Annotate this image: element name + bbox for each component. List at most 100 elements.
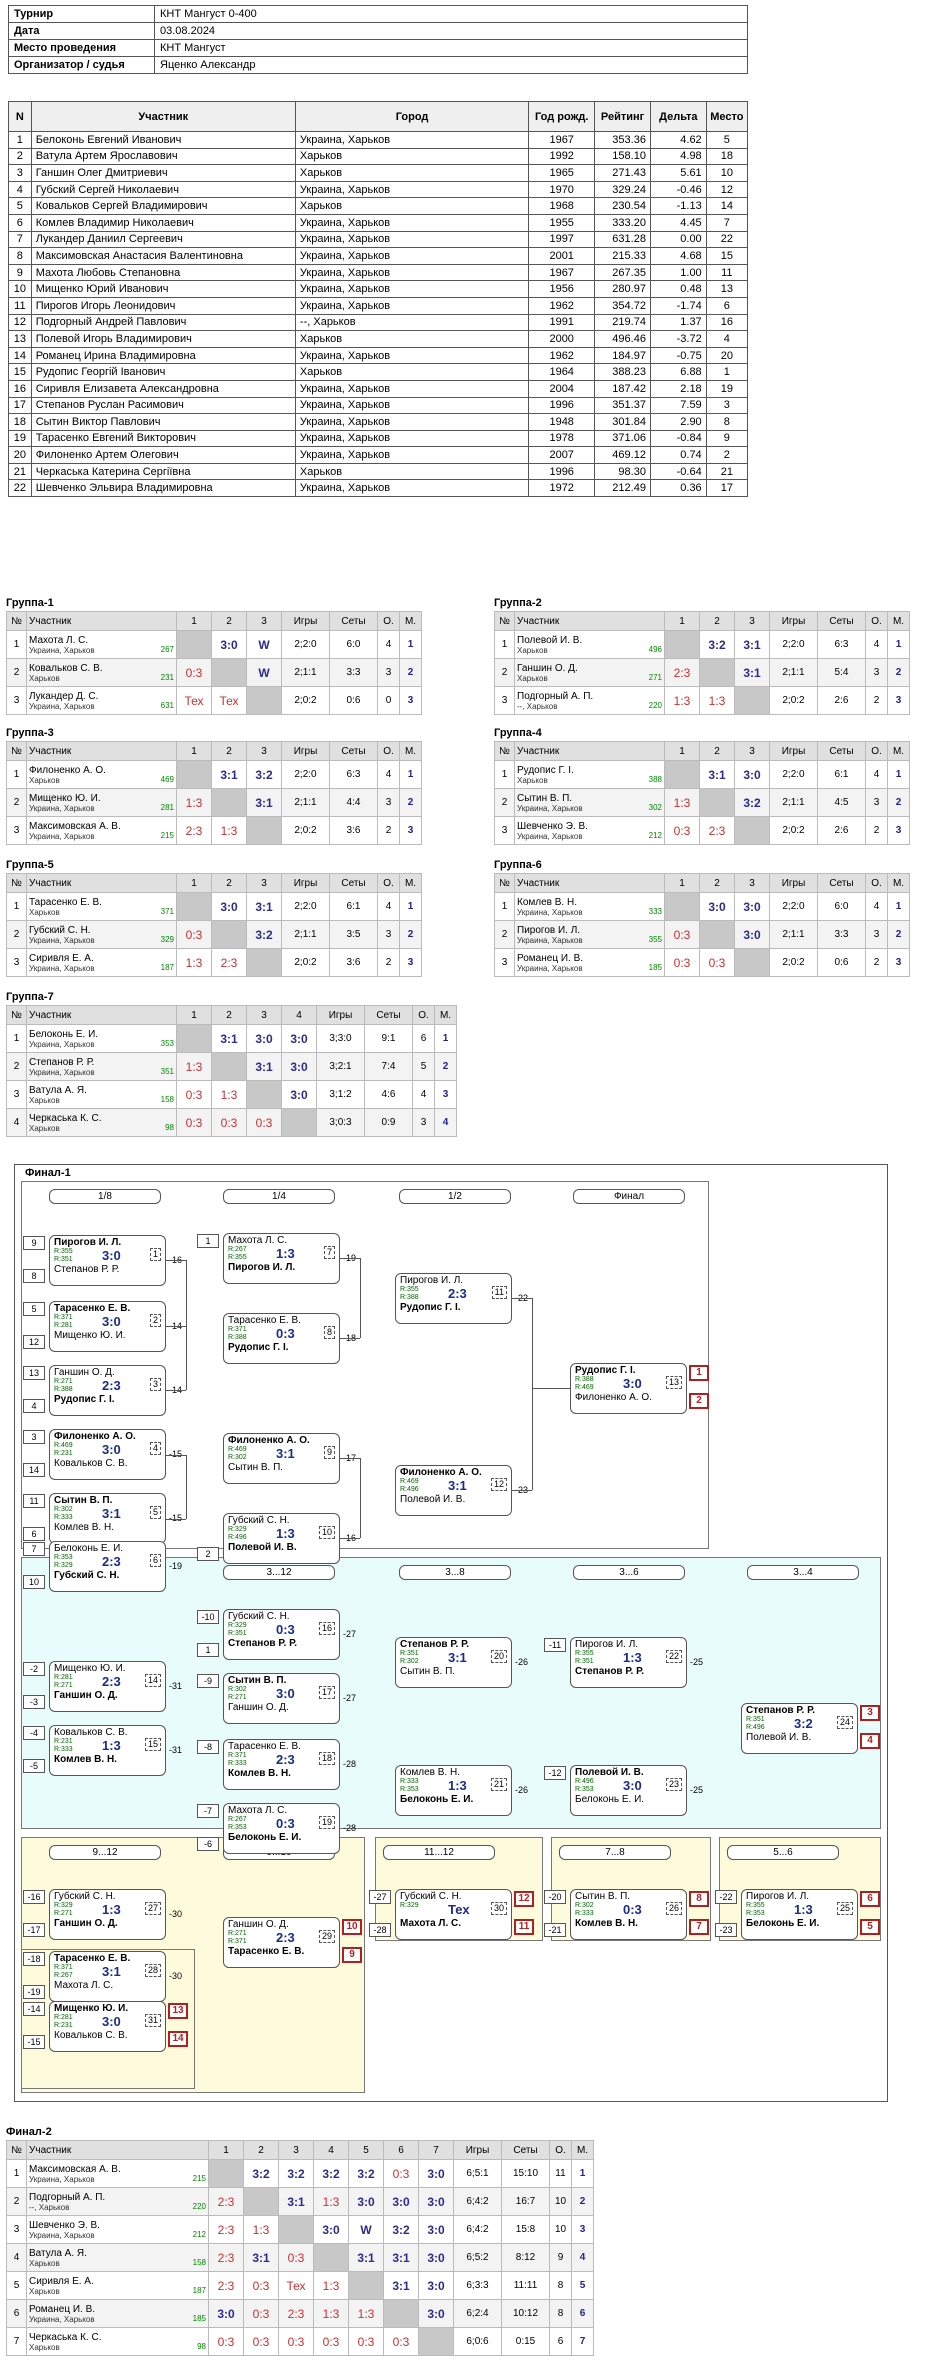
participant-rating: 231 [160,672,174,682]
player-cell: 1967 [528,131,596,149]
final-place: 6 [860,1891,880,1907]
participant-name: Губский С. Н. [29,924,91,936]
place-value: 3 [407,957,414,968]
player-cell: 11 [8,296,32,315]
match-score: Тех [448,1902,470,1917]
group-cell-result [699,658,735,687]
match-score: 3:0 [217,2306,235,2321]
place-value: 3 [895,825,902,836]
group-header-cell: 2 [699,741,735,761]
player-cell: 1964 [528,363,596,381]
player-cell: Украина, Харьков [294,479,530,498]
group-cell-games: 2;2:0 [281,630,330,659]
match-score: 3:0 [427,2222,445,2237]
group-cell-result: 2:3 [176,816,212,845]
group-cell-sets: 6:1 [329,892,378,921]
group-header-cell: О. [865,741,888,761]
group-cell-place: 1 [434,1024,457,1053]
seed-number: 8 [23,1269,45,1283]
next-ref: -25 [690,1657,704,1667]
group-cell-games: 2;2:0 [281,892,330,921]
match-score: 3:1 [448,1650,467,1665]
group-cell-result [211,788,247,817]
match-score: 3:1 [357,2250,375,2265]
seed-number: 9 [23,1236,45,1250]
participant-city: Харьков [29,2258,60,2268]
match-rating1: R:496 [575,1778,594,1785]
player-cell: 16 [705,313,749,332]
group-cell-result: 3:0 [734,892,770,921]
player-cell: 18 [705,147,749,166]
player-cell: 13 [8,330,32,348]
match-score: 1:3 [794,1902,813,1917]
seed-number: -16 [23,1890,45,1904]
group-cell-result: 3:0 [281,1052,317,1081]
group-cell-num: 3 [494,948,515,977]
group-cell-sets: 0:15 [501,2327,550,2356]
match-score: 3:2 [252,2166,270,2181]
match-player2: Ковальков С. В. [54,2030,128,2041]
participant-name: Подгорный А. П. [29,2191,106,2203]
match-player1: Тарасенко Е. В. [54,1303,131,1314]
match-score: 3:0 [102,1442,121,1457]
match-player1: Тарасенко Е. В. [54,1953,131,1964]
group-cell-result: 0:3 [383,2159,419,2188]
seed-number: -19 [23,1985,45,1999]
participant-rating: 353 [160,1038,174,1048]
participant-city: Украина, Харьков [29,803,95,813]
group-cell-points: 3 [412,1108,435,1137]
seed-number: -12 [544,1766,566,1780]
group-cell-result [176,630,212,659]
match-number: 22 [665,1650,682,1663]
player-cell: 280.97 [594,280,651,298]
group-cell-points: 3 [377,920,400,949]
player-cell: 215.33 [594,247,651,265]
match-rating2: R:355 [228,1254,247,1261]
group-header-cell: 1 [664,741,700,761]
participant-rating: 351 [160,1066,174,1076]
match-score: 3:0 [102,1248,121,1263]
round-label: 9...12 [49,1845,161,1860]
match-player2: Полевой И. В. [746,1732,812,1743]
player-cell: Ватула Артем Ярославович [30,147,296,166]
next-ref: -31 [169,1745,183,1755]
group-cell-result: 3:1 [348,2243,384,2272]
match-score: 3:1 [276,1446,295,1461]
group-cell-points: 0 [377,686,400,715]
participant-rating: 185 [648,962,662,972]
seed-number: 3 [23,1430,45,1444]
group-cell-games: 3;3:0 [316,1024,365,1053]
match-rating2: R:388 [400,1294,419,1301]
place-value: 3 [407,695,414,706]
player-cell: -0.84 [649,429,707,448]
match-number: 4 [149,1442,161,1455]
group-cell-points: 4 [865,630,888,659]
group-cell-num: 3 [6,948,27,977]
seed-number: -17 [23,1923,45,1937]
group-cell-result: 0:3 [348,2327,384,2356]
group-cell-games: 3;0:3 [316,1108,365,1137]
player-cell: 1968 [528,197,596,215]
group-cell-games: 2;2:0 [281,760,330,789]
bracket-line [166,1326,186,1327]
participant-city: Украина, Харьков [29,1067,95,1077]
group-header-cell: № [494,741,515,761]
group-cell-num: 2 [494,658,515,687]
group-header-cell: О. [412,1005,435,1025]
player-cell: 20 [8,446,32,464]
